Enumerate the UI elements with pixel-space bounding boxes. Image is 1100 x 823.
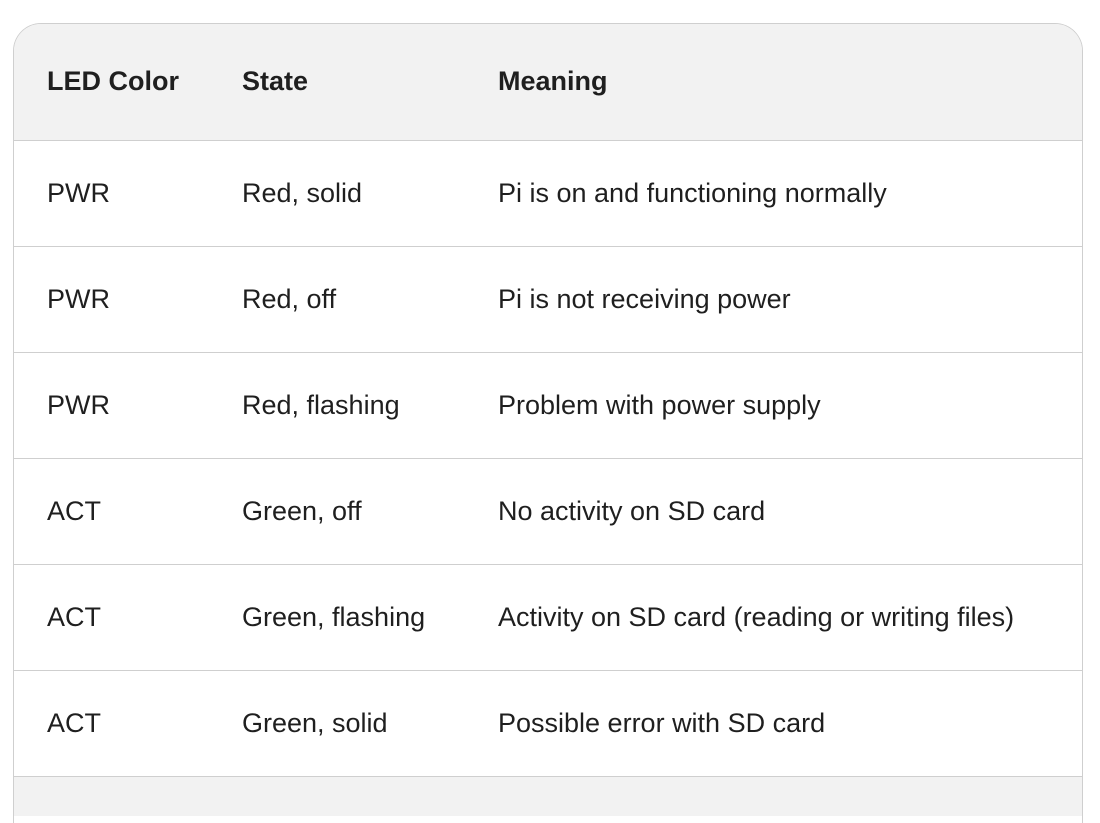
cell-led-color: PWR [47, 177, 110, 208]
cell-meaning: Possible error with SD card [498, 707, 826, 738]
cell-meaning: Pi is not receiving power [498, 283, 791, 314]
cell-state: Green, solid [242, 707, 388, 738]
cell-state: Green, flashing [242, 601, 426, 632]
table-row: ACT Green, solid Possible error with SD … [14, 670, 1082, 776]
table-body: PWR Red, solid Pi is on and functioning … [14, 140, 1082, 816]
column-header-led-color: LED Color [47, 66, 179, 97]
led-status-table: LED Color State Meaning PWR Red, solid P… [14, 24, 1082, 816]
cell-led-color: ACT [47, 707, 101, 738]
column-header-meaning: Meaning [498, 66, 608, 97]
cell-led-color: PWR [47, 283, 110, 314]
cell-state: Red, off [242, 283, 337, 314]
table-row: PWR Red, off Pi is not receiving power [14, 246, 1082, 352]
table-header: LED Color State Meaning [14, 24, 1082, 140]
table-row: ACT Green, off No activity on SD card [14, 458, 1082, 564]
table-row: ACT Green, flashing Activity on SD card … [14, 564, 1082, 670]
cell-state: Red, solid [242, 177, 363, 208]
cell-led-color: ACT [47, 601, 101, 632]
cell-led-color: ACT [47, 495, 101, 526]
cell-meaning: Problem with power supply [498, 389, 821, 420]
table-row: PWR Red, flashing Problem with power sup… [14, 352, 1082, 458]
table-row: PWR Red, solid Pi is on and functioning … [14, 140, 1082, 246]
cell-led-color: PWR [47, 389, 110, 420]
cell-state: Red, flashing [242, 389, 400, 420]
column-header-state: State [242, 66, 309, 97]
cell-meaning: No activity on SD card [498, 495, 766, 526]
table-footer-strip [14, 776, 1082, 816]
table-footer-cell [14, 776, 1082, 816]
cell-meaning: Activity on SD card (reading or writing … [498, 601, 1015, 632]
led-status-table-container: LED Color State Meaning PWR Red, solid P… [13, 23, 1083, 823]
cell-meaning: Pi is on and functioning normally [498, 177, 887, 208]
cell-state: Green, off [242, 495, 362, 526]
table-header-row: LED Color State Meaning [14, 24, 1082, 140]
